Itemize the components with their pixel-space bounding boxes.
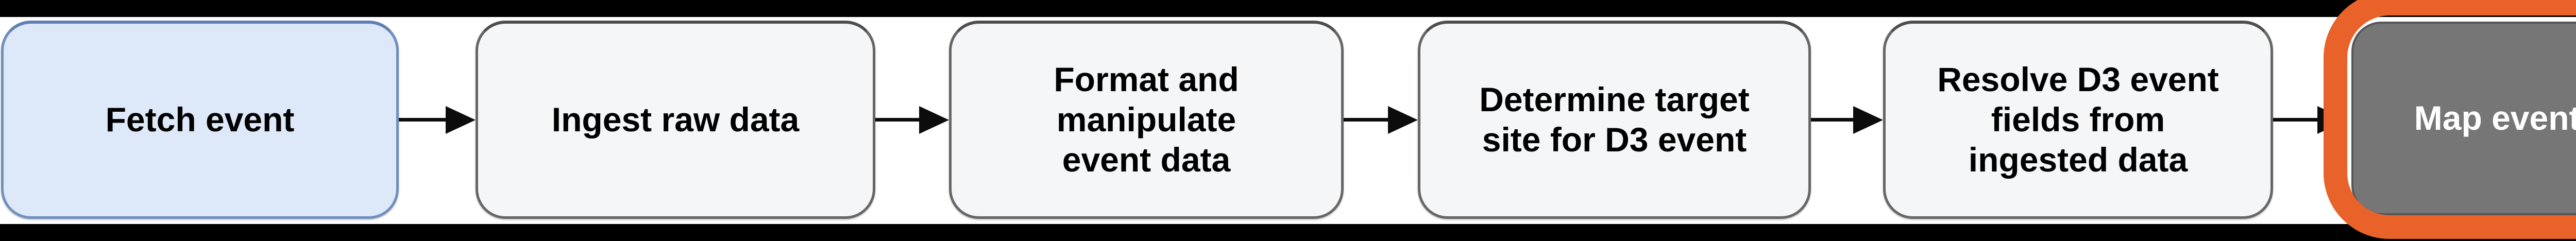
flow-arrow-4 — [1811, 106, 1883, 134]
arrowhead-icon — [446, 106, 476, 134]
highlight-ring — [2324, 0, 2576, 239]
flow-arrow-1 — [399, 106, 476, 134]
flow-arrow-3 — [1344, 106, 1418, 134]
node-format-manipulate: Format and manipulate event data — [949, 21, 1344, 219]
arrowhead-icon — [919, 106, 949, 134]
node-resolve-d3-event-fields: Resolve D3 event fields from ingested da… — [1883, 21, 2273, 219]
flow-arrow-2 — [875, 106, 949, 134]
flow-arrow-5 — [2273, 106, 2347, 134]
arrowhead-icon — [1853, 106, 1883, 134]
arrowhead-icon — [1388, 106, 1418, 134]
node-determine-target-site: Determine target site for D3 event — [1418, 21, 1811, 219]
node-ingest-raw-data: Ingest raw data — [476, 21, 875, 219]
node-fetch-event: Fetch event — [1, 21, 399, 219]
